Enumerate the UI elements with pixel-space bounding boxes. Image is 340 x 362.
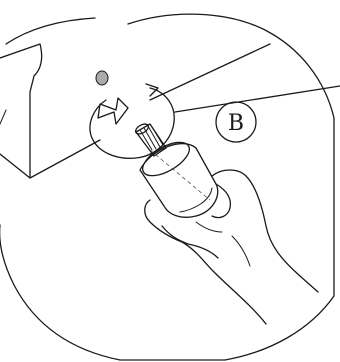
hole-icon xyxy=(96,71,108,85)
cylindrical-foot xyxy=(137,136,217,218)
callout-b: B xyxy=(216,102,256,142)
callout-label: B xyxy=(228,111,244,136)
wall-lines xyxy=(0,44,340,178)
threaded-stud xyxy=(134,122,166,156)
detail-circle-frame xyxy=(0,14,334,360)
hand xyxy=(145,170,318,324)
